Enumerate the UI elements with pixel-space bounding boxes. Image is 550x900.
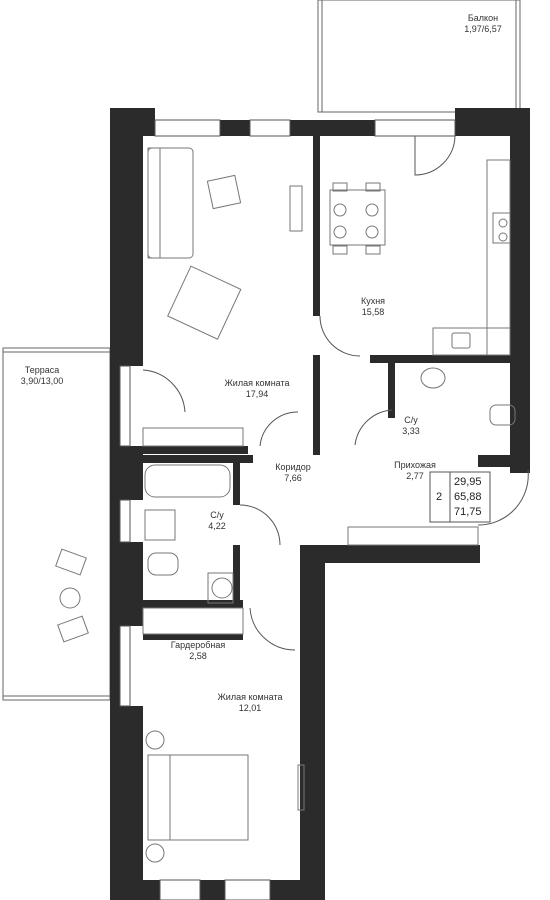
room-area: 2,58 (189, 651, 207, 661)
balcony-area (317, 0, 521, 113)
room-name: Жилая комната (224, 378, 290, 388)
doors (142, 135, 529, 651)
summary-card: 2 29,95 65,88 71,75 (430, 472, 490, 522)
terrace-area: 3,90/13,00 (20, 376, 64, 386)
rooms-count: 2 (436, 491, 443, 503)
room-label-wardrobe: Гардеробная 2,58 (171, 640, 225, 662)
room-area: 3,33 (402, 426, 420, 436)
room-label-bath-small: С/у 3,33 (402, 415, 420, 437)
furniture (55, 147, 516, 863)
terrace-area (2, 347, 111, 701)
area-value: 65,88 (454, 491, 482, 503)
terrace-name: Терраса (24, 365, 60, 375)
balcony-label: Балкон 1,97/6,57 (464, 13, 502, 35)
summary-card-frame (429, 471, 491, 523)
room-name: Жилая комната (217, 692, 283, 702)
room-name: Кухня (360, 296, 386, 306)
room-area: 12,01 (238, 703, 262, 713)
balcony-area: 1,97/6,57 (464, 24, 502, 34)
room-area: 7,66 (284, 473, 302, 483)
room-label-hall: Прихожая 2,77 (394, 460, 436, 482)
room-label-living1: Жилая комната 17,94 (224, 378, 289, 400)
room-name: Гардеробная (170, 640, 226, 650)
room-name: С/у (210, 510, 224, 520)
room-name: Прихожая (394, 460, 436, 470)
room-label-living2: Жилая комната 12,01 (217, 692, 282, 714)
windows (119, 119, 456, 900)
walls (110, 108, 530, 900)
room-label-bath-big: С/у 4,22 (208, 510, 226, 532)
total-area-value: 71,75 (454, 506, 482, 518)
terrace-label: Терраса 3,90/13,00 (21, 365, 64, 387)
room-area: 17,94 (245, 389, 269, 399)
room-area: 4,22 (208, 521, 226, 531)
room-name: С/у (404, 415, 418, 425)
room-area: 2,77 (406, 471, 424, 481)
room-label-corridor: Коридор 7,66 (275, 462, 311, 484)
living-area-value: 29,95 (454, 476, 482, 488)
balcony-name: Балкон (467, 13, 499, 23)
room-name: Коридор (275, 462, 311, 472)
room-label-kitchen: Кухня 15,58 (361, 296, 385, 318)
room-area: 15,58 (361, 307, 385, 317)
